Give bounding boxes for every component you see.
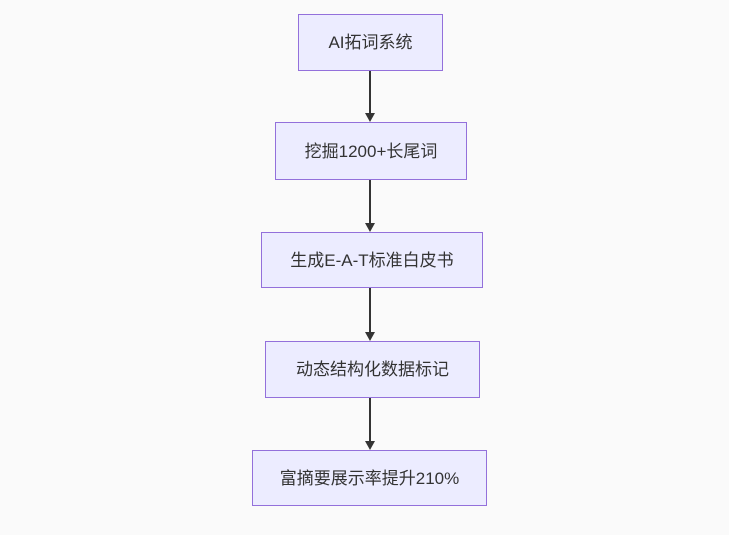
- edge-line: [369, 180, 371, 223]
- edge-line: [369, 398, 371, 441]
- flowchart-node-structured-data: 动态结构化数据标记: [265, 341, 480, 398]
- node-label: 富摘要展示率提升210%: [279, 468, 460, 488]
- flowchart-node-ai-word-expansion: AI拓词系统: [298, 14, 443, 71]
- node-label: 动态结构化数据标记: [296, 360, 449, 379]
- arrowhead-down-icon: [365, 113, 375, 122]
- node-label: 挖掘1200+长尾词: [304, 141, 438, 161]
- edge-arrow-4: [365, 398, 375, 450]
- arrowhead-down-icon: [365, 332, 375, 341]
- node-label: AI拓词系统: [328, 33, 413, 52]
- edge-arrow-3: [365, 288, 375, 341]
- edge-line: [369, 288, 371, 332]
- arrowhead-down-icon: [365, 441, 375, 450]
- flowchart-node-rich-snippet-rate: 富摘要展示率提升210%: [252, 450, 487, 506]
- arrowhead-down-icon: [365, 223, 375, 232]
- edge-arrow-1: [365, 71, 375, 122]
- flowchart-node-longtail-keywords: 挖掘1200+长尾词: [275, 122, 467, 180]
- flowchart-node-eat-whitepaper: 生成E-A-T标准白皮书: [261, 232, 483, 288]
- node-label: 生成E-A-T标准白皮书: [290, 250, 454, 270]
- edge-line: [369, 71, 371, 113]
- edge-arrow-2: [365, 180, 375, 232]
